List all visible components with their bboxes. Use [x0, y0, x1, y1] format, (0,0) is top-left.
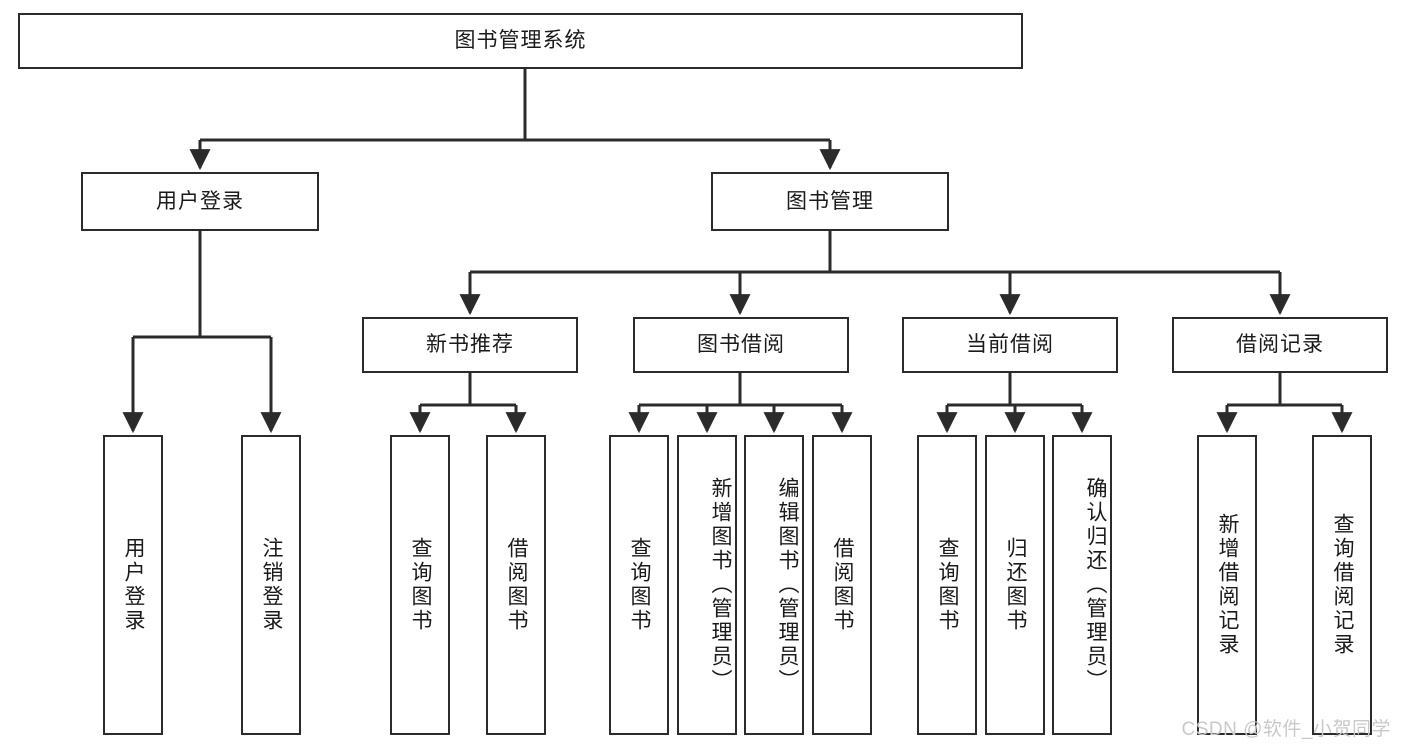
leaf-label: 借阅图书	[831, 537, 854, 633]
node-current-borrow-label: 当前借阅	[966, 333, 1054, 357]
leaf-label: 查询图书	[409, 537, 432, 633]
leaf-new-book-borrow[interactable]: 借阅图书	[486, 435, 546, 735]
node-user-login-label: 用户登录	[156, 189, 244, 213]
node-book-borrow-label: 图书借阅	[697, 333, 785, 357]
leaf-borrow-borrow-book[interactable]: 借阅图书	[812, 435, 872, 735]
leaf-current-query-book[interactable]: 查询图书	[917, 435, 977, 735]
leaf-label: 新增图书（管理员）	[709, 477, 732, 693]
leaf-user-login-signout[interactable]: 注销登录	[241, 435, 301, 735]
leaf-borrow-edit-book-admin[interactable]: 编辑图书（管理员）	[744, 435, 804, 735]
leaf-label: 新增借阅记录	[1216, 513, 1239, 657]
watermark-text: CSDN @软件_小贺同学	[1181, 719, 1391, 740]
leaf-current-return-book[interactable]: 归还图书	[985, 435, 1045, 735]
leaf-borrow-query-book[interactable]: 查询图书	[609, 435, 669, 735]
leaf-current-confirm-return-admin[interactable]: 确认归还（管理员）	[1052, 435, 1112, 735]
node-borrow-record-label: 借阅记录	[1236, 333, 1324, 357]
node-user-login[interactable]: 用户登录	[81, 172, 319, 231]
leaf-label: 用户登录	[122, 537, 145, 633]
node-current-borrow[interactable]: 当前借阅	[902, 317, 1118, 373]
leaf-label: 注销登录	[260, 537, 283, 633]
leaf-label: 查询借阅记录	[1331, 513, 1354, 657]
node-borrow-record[interactable]: 借阅记录	[1172, 317, 1388, 373]
node-new-book-recommend[interactable]: 新书推荐	[362, 317, 578, 373]
node-book-borrow[interactable]: 图书借阅	[633, 317, 849, 373]
node-book-management[interactable]: 图书管理	[711, 172, 949, 231]
leaf-label: 归还图书	[1004, 537, 1027, 633]
leaf-borrow-add-book-admin[interactable]: 新增图书（管理员）	[677, 435, 737, 735]
leaf-label: 确认归还（管理员）	[1084, 477, 1107, 693]
node-book-management-label: 图书管理	[786, 189, 874, 213]
leaf-new-book-query[interactable]: 查询图书	[390, 435, 450, 735]
leaf-user-login-signin[interactable]: 用户登录	[103, 435, 163, 735]
leaf-label: 查询图书	[936, 537, 959, 633]
leaf-record-query[interactable]: 查询借阅记录	[1312, 435, 1372, 735]
leaf-record-add[interactable]: 新增借阅记录	[1197, 435, 1257, 735]
leaf-label: 编辑图书（管理员）	[776, 477, 799, 693]
leaf-label: 借阅图书	[505, 537, 528, 633]
node-new-book-recommend-label: 新书推荐	[426, 333, 514, 357]
leaf-label: 查询图书	[628, 537, 651, 633]
node-root[interactable]: 图书管理系统	[18, 13, 1023, 69]
node-root-label: 图书管理系统	[454, 29, 587, 53]
